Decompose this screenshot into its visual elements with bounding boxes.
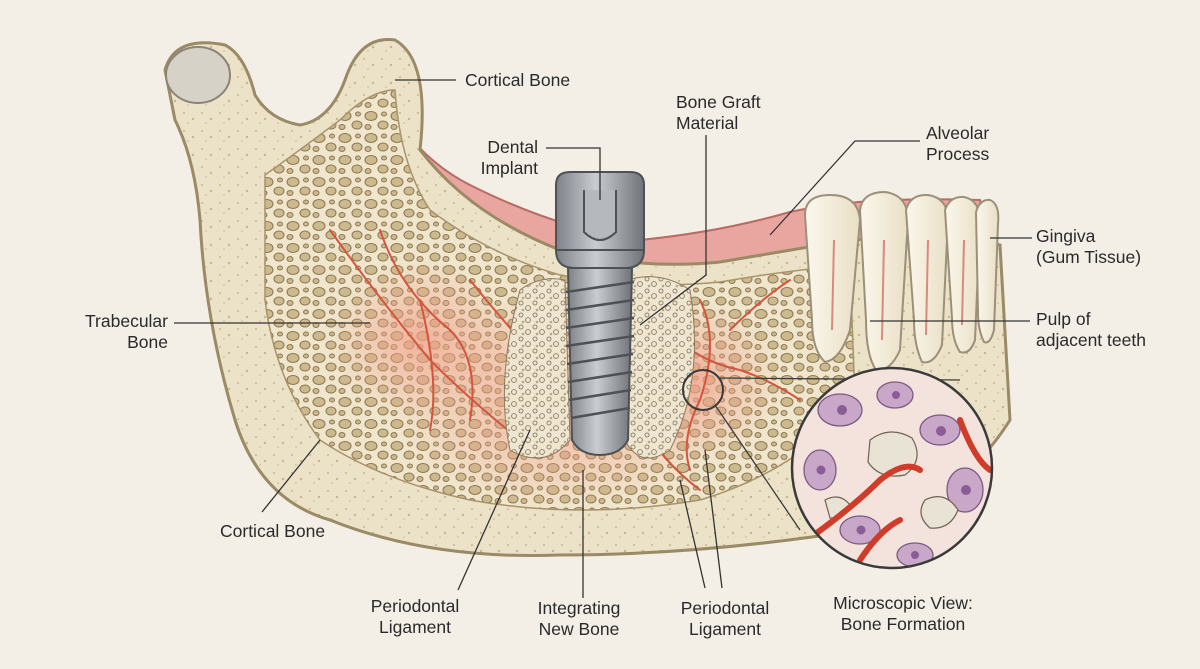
label-periodontal-ligament-right: Periodontal Ligament bbox=[680, 598, 770, 639]
leader-lines bbox=[174, 79, 1032, 598]
label-gingiva: Gingiva (Gum Tissue) bbox=[1036, 226, 1142, 267]
bone-graft-region bbox=[503, 276, 695, 459]
dental-implant bbox=[555, 171, 645, 457]
label-cortical-bone-bottom: Cortical Bone bbox=[220, 521, 326, 541]
label-cortical-bone-top: Cortical Bone bbox=[465, 70, 571, 90]
label-alveolar-process: Alveolar Process bbox=[926, 123, 990, 164]
label-bone-graft-material: Bone Graft Material bbox=[676, 92, 761, 133]
label-trabecular-bone: Trabecular Bone bbox=[85, 311, 168, 352]
adjacent-teeth bbox=[803, 190, 1000, 372]
label-dental-implant: Dental Implant bbox=[480, 137, 538, 178]
microscopic-view bbox=[790, 366, 994, 570]
label-microscopic-view: Microscopic View: Bone Formation bbox=[833, 593, 973, 634]
label-periodontal-ligament-left: Periodontal Ligament bbox=[370, 596, 460, 637]
label-integrating-new-bone: Integrating New Bone bbox=[537, 598, 621, 639]
label-pulp-adjacent-teeth: Pulp of adjacent teeth bbox=[1036, 309, 1146, 350]
